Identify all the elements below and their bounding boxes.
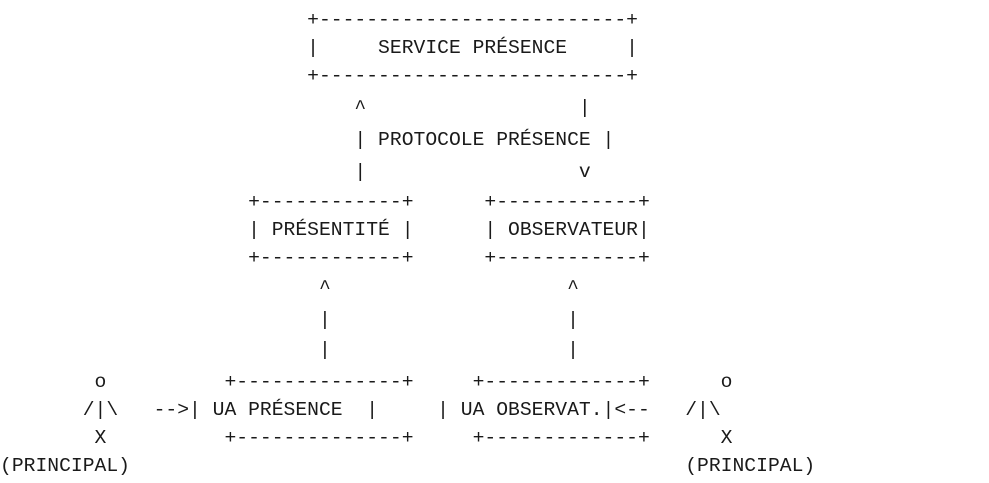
ua-presence-observer-label-row: /|\ -->| UA PRÉSENCE | | UA OBSERVAT.|<-… [0, 399, 721, 421]
protocol-arrowheads-up: ^ | [0, 97, 591, 119]
principal-labels: (PRINCIPAL) (PRINCIPAL) [0, 455, 816, 477]
ua-connector-upper: | | [0, 309, 579, 331]
entity-boxes-bottom-border: +------------+ +------------+ [0, 247, 650, 269]
ua-arrowheads-up: ^ ^ [0, 277, 579, 299]
service-presence-box-bottom-border: +--------------------------+ [0, 65, 638, 87]
principal-legs-and-ua-box-bottom: X +--------------+ +-------------+ X [0, 427, 733, 449]
protocol-arrowheads-down: | v [0, 161, 591, 183]
service-presence-box-label-row: | SERVICE PRÉSENCE | [0, 37, 638, 59]
service-presence-box-top-border: +--------------------------+ [0, 9, 638, 31]
principal-heads-and-ua-box-top: o +--------------+ +-------------+ o [0, 371, 733, 393]
entity-boxes-top-border: +------------+ +------------+ [0, 191, 650, 213]
ua-connector-lower: | | [0, 339, 579, 361]
presentity-observer-label-row: | PRÉSENTITÉ | | OBSERVATEUR| [0, 219, 650, 241]
presence-protocol-label-row: | PROTOCOLE PRÉSENCE | [0, 129, 615, 151]
